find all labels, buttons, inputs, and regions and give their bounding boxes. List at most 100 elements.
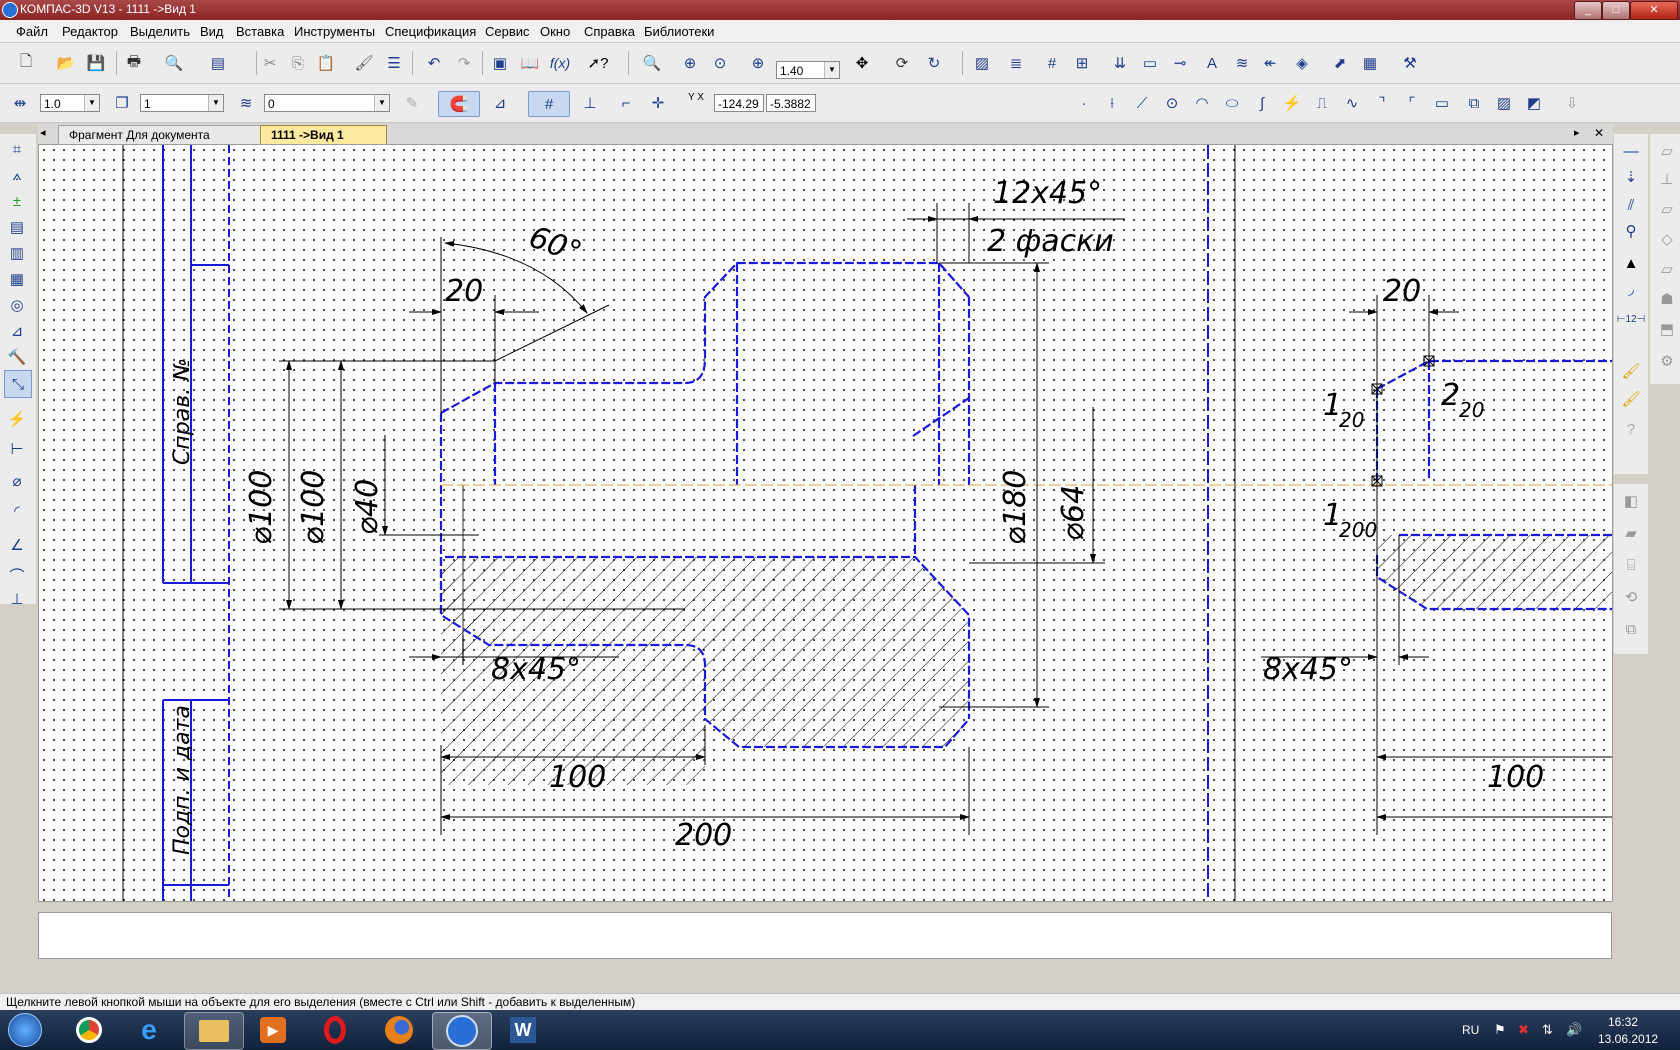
clock-date[interactable]: 13.06.2012 bbox=[1598, 1032, 1659, 1046]
segment-icon[interactable]: ⟋ bbox=[1136, 94, 1148, 112]
ortho-icon[interactable]: ⊿ bbox=[493, 95, 507, 112]
redraw-icon[interactable]: ⟳ bbox=[895, 55, 909, 72]
circle-icon[interactable]: ⊙ bbox=[1165, 95, 1179, 112]
menu-window[interactable]: Окно bbox=[540, 24, 571, 39]
menu-help[interactable]: Справка bbox=[584, 24, 635, 39]
coord-x-field[interactable]: -124.29 bbox=[714, 94, 764, 112]
properties-icon[interactable]: ☰ bbox=[387, 55, 401, 72]
menu-insert[interactable]: Вставка bbox=[236, 24, 285, 39]
layers-icon[interactable]: ≣ bbox=[1009, 55, 1023, 72]
coord-y-field[interactable]: -5.3882 bbox=[766, 94, 816, 112]
zoom-all-icon[interactable]: ⊕ bbox=[683, 55, 697, 72]
minimize-button[interactable]: _ bbox=[1574, 1, 1602, 20]
edit-icon[interactable]: ▤ bbox=[9, 219, 25, 236]
layer-icon[interactable]: ❐ bbox=[115, 95, 129, 112]
vertical-dim-icon[interactable]: ⇣ bbox=[1624, 169, 1638, 186]
radius-dim-icon[interactable]: ◜ bbox=[14, 503, 20, 520]
brush-icon[interactable]: 🖌 bbox=[1621, 363, 1641, 380]
maximize-button[interactable]: □ bbox=[1602, 1, 1630, 20]
variables-fx-icon[interactable]: f(x) bbox=[549, 55, 571, 71]
surface3-icon[interactable]: ▱ bbox=[1661, 201, 1673, 218]
arc-dim-icon[interactable]: ⌒ bbox=[9, 567, 25, 585]
taskbar-media[interactable]: ▶ bbox=[244, 1012, 302, 1048]
taskbar-chrome[interactable] bbox=[60, 1012, 118, 1048]
rotate-icon[interactable]: ⟲ bbox=[1624, 589, 1638, 606]
style-combo[interactable]: 0▼ bbox=[264, 94, 390, 112]
sheet-icon[interactable]: ▰ bbox=[1625, 525, 1637, 542]
symbols-icon[interactable]: ± bbox=[12, 192, 22, 210]
snap-grid-icon[interactable]: # bbox=[1047, 54, 1057, 72]
arc-icon[interactable]: ◠ bbox=[1195, 95, 1209, 112]
surface5-icon[interactable]: ▱ bbox=[1661, 261, 1673, 278]
save-icon[interactable]: 💾 bbox=[86, 55, 106, 72]
grid-icon[interactable]: # bbox=[528, 91, 570, 117]
tab-fragment[interactable]: Фрагмент Для документа bbox=[58, 125, 282, 145]
diameter-dim-icon[interactable]: ⌀ bbox=[12, 473, 22, 490]
ellipse-icon[interactable]: ⬭ bbox=[1225, 94, 1239, 112]
copy-icon[interactable]: ⎘ bbox=[291, 54, 304, 72]
language-indicator[interactable]: RU bbox=[1462, 1023, 1480, 1037]
dimension-value-icon[interactable]: ⊢12⊣ bbox=[1616, 313, 1646, 325]
zoom-window-icon[interactable]: 🔍 bbox=[642, 55, 662, 72]
menu-libraries[interactable]: Библиотеки bbox=[644, 24, 715, 39]
tangent-icon[interactable]: ⚲ bbox=[1625, 223, 1637, 240]
new-document-icon[interactable]: 🗋 bbox=[19, 52, 33, 70]
surface1-icon[interactable]: ▱ bbox=[1661, 143, 1673, 160]
magnet-snap-icon[interactable]: 🧲 bbox=[438, 91, 480, 117]
tab-scroll-left-icon[interactable]: ◂ bbox=[40, 127, 46, 139]
brush2-icon[interactable]: 🖌 bbox=[1621, 391, 1641, 408]
spec-icon[interactable]: 🔨 bbox=[7, 349, 27, 366]
linear-dim-icon[interactable]: ⊢ bbox=[10, 441, 24, 458]
library-icon[interactable]: 📖 bbox=[520, 55, 540, 72]
geometry-icon[interactable]: ⌗ bbox=[12, 140, 22, 158]
network-error-icon[interactable]: ✖ bbox=[1518, 1022, 1529, 1037]
polyline-icon[interactable]: ⎍ bbox=[1316, 94, 1328, 112]
point-add-icon[interactable]: ✛ bbox=[651, 95, 665, 112]
paste-icon[interactable]: 📋 bbox=[316, 55, 336, 72]
open-folder-icon[interactable]: 📂 bbox=[56, 55, 76, 72]
aux-line-icon[interactable]: ⟊ bbox=[1110, 94, 1114, 112]
linear-icon[interactable]: — bbox=[1623, 142, 1639, 160]
start-button[interactable] bbox=[0, 1012, 50, 1048]
menu-specification[interactable]: Спецификация bbox=[385, 24, 477, 39]
step-icon[interactable]: ⇹ bbox=[13, 95, 27, 112]
snap-icon[interactable]: ⊞ bbox=[1075, 55, 1089, 72]
drawing-canvas[interactable]: Справ. № Подп. и дата bbox=[38, 144, 1613, 902]
taskbar-word[interactable]: W bbox=[494, 1012, 552, 1048]
base-icon[interactable]: ◈ bbox=[1296, 55, 1308, 72]
taskbar-opera[interactable] bbox=[306, 1012, 364, 1048]
pin-icon[interactable]: ⊸ bbox=[1173, 55, 1187, 72]
menu-select[interactable]: Выделить bbox=[130, 24, 190, 39]
table-icon[interactable]: ▦ bbox=[1362, 55, 1378, 72]
bezier-icon[interactable]: ∿ bbox=[1345, 95, 1359, 112]
spline-icon[interactable]: ∫ bbox=[1259, 94, 1265, 112]
tab-view-1[interactable]: 1111 ->Вид 1 bbox=[260, 125, 387, 145]
view-icon[interactable]: ▭ bbox=[1142, 55, 1158, 72]
hatch-fill-icon[interactable]: ▨ bbox=[1496, 95, 1512, 112]
zoom-in-icon[interactable]: ⊕ bbox=[751, 55, 765, 72]
step-combo[interactable]: 1.0▼ bbox=[40, 94, 100, 112]
pan-icon[interactable]: ✥ bbox=[855, 55, 869, 72]
tab-close-icon[interactable]: ✕ bbox=[1594, 126, 1605, 140]
point-icon[interactable]: · bbox=[1081, 94, 1087, 112]
equidistant-icon[interactable]: ◩ bbox=[1526, 95, 1542, 112]
menu-service[interactable]: Сервис bbox=[485, 24, 530, 39]
hatch-icon[interactable]: ▨ bbox=[974, 55, 990, 72]
menu-tools[interactable]: Инструменты bbox=[294, 24, 376, 39]
selection-icon[interactable]: ◎ bbox=[10, 297, 24, 314]
angle-dim-icon[interactable]: ∠ bbox=[10, 537, 24, 554]
manager-icon[interactable]: ▣ bbox=[492, 55, 508, 72]
fix-point-icon[interactable]: ▲ bbox=[1623, 254, 1639, 272]
surface8-icon[interactable]: ⚙ bbox=[1660, 353, 1674, 370]
parametrization-icon[interactable]: ▥ bbox=[9, 245, 25, 262]
network-icon[interactable]: ⇅ bbox=[1542, 1022, 1553, 1037]
edit-style-icon[interactable]: ✎ bbox=[405, 95, 419, 112]
document-manager-icon[interactable]: ▤ bbox=[210, 55, 226, 72]
report-icon[interactable]: ⤡ bbox=[4, 370, 32, 398]
taskbar-explorer[interactable] bbox=[184, 1012, 244, 1050]
menu-file[interactable]: Файл bbox=[16, 24, 48, 39]
fillet-icon[interactable]: ⌜ bbox=[1408, 95, 1416, 112]
help-pointer-icon[interactable]: ➚? bbox=[587, 55, 609, 72]
leader-icon[interactable]: ↞ bbox=[1263, 55, 1277, 72]
arrow-icon[interactable]: ⬈ bbox=[1333, 55, 1347, 72]
